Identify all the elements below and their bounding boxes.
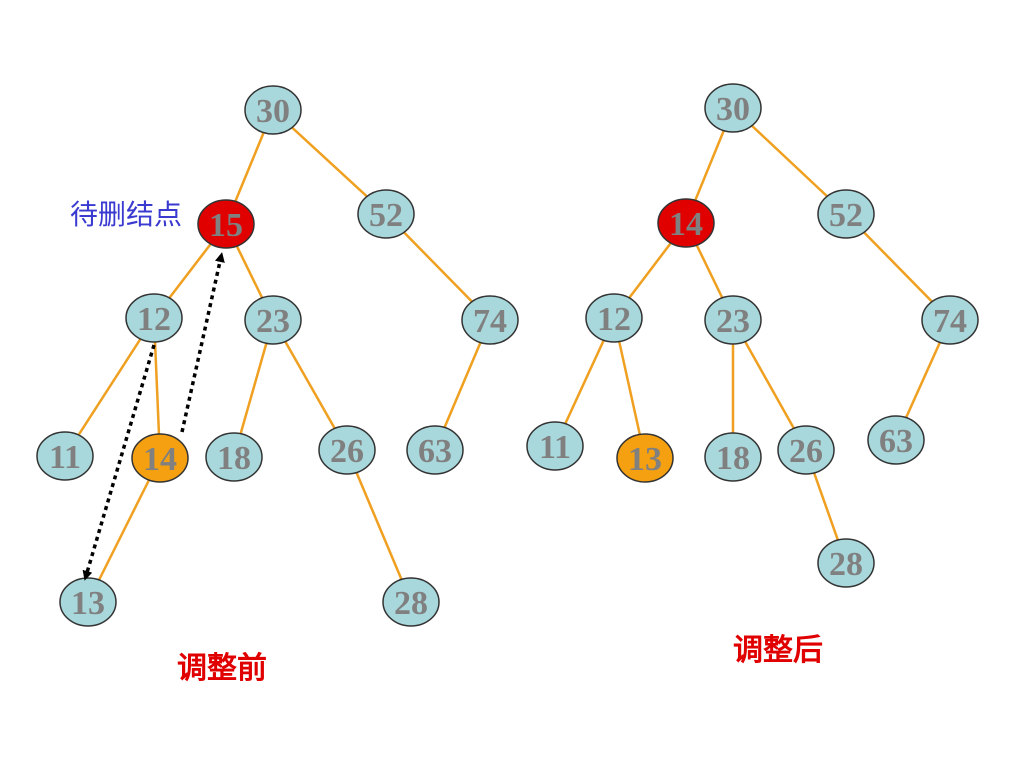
node-label: 63 xyxy=(879,423,913,460)
node-circle xyxy=(357,189,415,239)
node-label: 26 xyxy=(330,433,364,470)
tree-node-28: 28 xyxy=(817,538,875,588)
node-label: 28 xyxy=(394,585,428,622)
node-label: 74 xyxy=(473,303,507,340)
node-label: 28 xyxy=(829,546,863,583)
node-circle xyxy=(704,295,762,345)
node-label: 13 xyxy=(628,441,662,478)
node-label: 13 xyxy=(71,585,105,622)
tree-node-26: 26 xyxy=(777,425,835,475)
tree-node-74: 74 xyxy=(921,295,979,345)
node-label: 74 xyxy=(933,303,967,340)
tree-node-30: 30 xyxy=(244,85,302,135)
tree-node-23: 23 xyxy=(704,295,762,345)
dotted-arrow-down xyxy=(82,344,156,581)
node-circle xyxy=(382,577,440,627)
tree-edge xyxy=(345,449,413,603)
tree-after: 30 14 52 12 23 74 11 13 18 26 63 28 xyxy=(526,83,979,588)
node-label: 14 xyxy=(143,441,177,478)
tree-node-13: 13 xyxy=(59,577,117,627)
node-circle xyxy=(921,295,979,345)
node-label: 11 xyxy=(49,439,81,476)
node-label: 30 xyxy=(256,93,290,130)
node-circle xyxy=(197,199,255,249)
tree-before: 30 15 52 12 23 74 11 14 18 26 63 13 28 xyxy=(36,85,519,627)
node-label: 26 xyxy=(789,433,823,470)
node-circle xyxy=(867,415,925,465)
node-label: 12 xyxy=(137,301,171,338)
node-label: 23 xyxy=(716,303,750,340)
caption-before: 调整前 xyxy=(177,651,267,686)
node-circle xyxy=(244,295,302,345)
node-label: 30 xyxy=(716,91,750,128)
tree-node-63: 63 xyxy=(406,425,464,475)
tree-edge xyxy=(86,457,162,603)
tree-node-12: 12 xyxy=(585,293,643,343)
tree-node-18: 18 xyxy=(205,432,263,482)
replacement-arrows xyxy=(82,252,225,581)
node-label: 15 xyxy=(209,207,243,244)
node-circle xyxy=(526,421,584,471)
node-circle xyxy=(817,538,875,588)
node-circle xyxy=(585,293,643,343)
tree-node-52: 52 xyxy=(817,189,875,239)
tree-node-28: 28 xyxy=(382,577,440,627)
node-circle xyxy=(36,431,94,481)
tree-node-74: 74 xyxy=(461,295,519,345)
node-circle xyxy=(777,425,835,475)
node-label: 52 xyxy=(829,197,863,234)
tree-node-13: 13 xyxy=(616,433,674,483)
node-label: 63 xyxy=(418,433,452,470)
tree-node-12: 12 xyxy=(125,293,183,343)
dotted-arrow-up xyxy=(180,252,225,433)
node-circle xyxy=(461,295,519,345)
node-label: 12 xyxy=(597,301,631,338)
node-circle xyxy=(704,432,762,482)
tree-node-11: 11 xyxy=(36,431,94,481)
pending-delete-node-label: 待删结点 xyxy=(70,198,182,231)
tree-node-18: 18 xyxy=(704,432,762,482)
node-circle xyxy=(205,432,263,482)
node-label: 52 xyxy=(369,197,403,234)
node-label: 14 xyxy=(669,206,703,243)
node-label: 18 xyxy=(217,440,251,477)
caption-after: 调整后 xyxy=(733,633,823,668)
node-circle xyxy=(817,189,875,239)
node-circle xyxy=(318,425,376,475)
tree-node-23: 23 xyxy=(244,295,302,345)
node-circle xyxy=(616,433,674,483)
node-circle xyxy=(244,85,302,135)
tree-edge xyxy=(63,317,156,457)
node-circle xyxy=(406,425,464,475)
node-circle xyxy=(131,433,189,483)
tree-node-63: 63 xyxy=(867,415,925,465)
tree-node-11: 11 xyxy=(526,421,584,471)
node-label: 11 xyxy=(539,429,571,466)
node-circle xyxy=(125,293,183,343)
node-circle xyxy=(704,83,762,133)
node-label: 18 xyxy=(716,440,750,477)
tree-node-14: 14 xyxy=(131,433,189,483)
tree-node-30: 30 xyxy=(704,83,762,133)
node-circle xyxy=(657,198,715,248)
tree-node-26: 26 xyxy=(318,425,376,475)
tree-node-14: 14 xyxy=(657,198,715,248)
tree-node-15: 15 xyxy=(197,199,255,249)
node-label: 23 xyxy=(256,303,290,340)
tree-node-52: 52 xyxy=(357,189,415,239)
